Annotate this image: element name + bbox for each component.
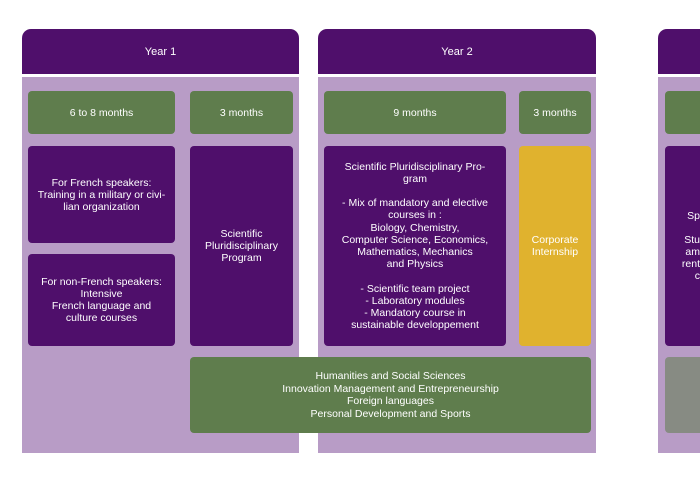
year1-non-french-speakers-box: For non-French speakers: Intensive Frenc… [28,254,175,346]
year2-corporate-internship-box: Corporate Internship [519,146,591,346]
year1-scientific-program-box: Scientific Pluridisciplinary Program [190,146,293,346]
year2-duration-9-months: 9 months [324,91,506,134]
year3-header-partial [658,29,700,74]
year3-separator-partial [658,74,700,77]
year3-duration-box-partial [665,91,700,134]
year1-french-speakers-box: For French speakers: Training in a milit… [28,146,175,243]
year1-duration-3-months: 3 months [190,91,293,134]
year2-separator [318,74,596,77]
year1-duration-6-8-months: 6 to 8 months [28,91,175,134]
year2-header: Year 2 [318,29,596,74]
shared-courses-banner: Humanities and Social Sciences Innovatio… [190,357,591,433]
year1-separator [22,74,299,77]
year2-program-details-box: Scientific Pluridisciplinary Pro- gram -… [324,146,506,346]
year3-program-box-partial: Sp Stu am rent c [665,146,700,346]
year1-header: Year 1 [22,29,299,74]
year2-duration-3-months: 3 months [519,91,591,134]
year3-shared-box-partial [665,357,700,433]
